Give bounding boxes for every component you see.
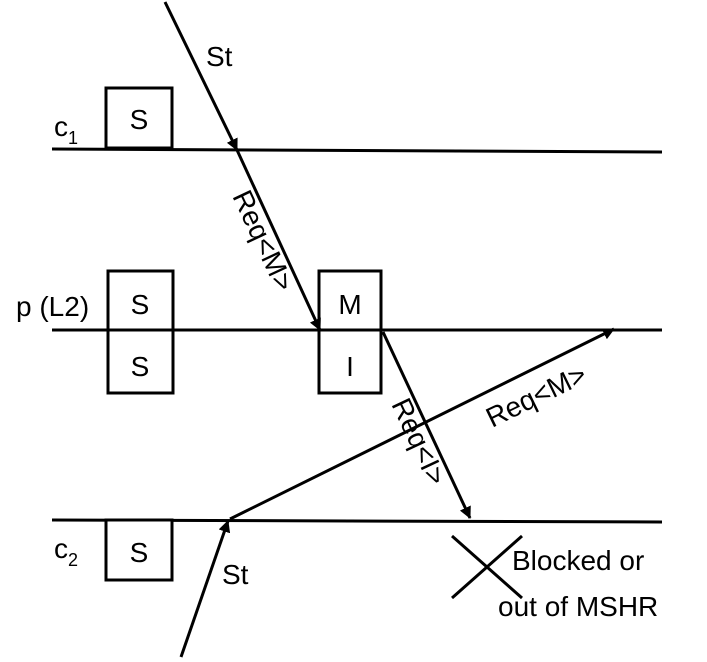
st-c1-arrow (163, 1, 239, 151)
req-i-p-to-c2-arrow (381, 331, 472, 519)
req-m-c1-to-p-arrow (235, 149, 322, 331)
req-m-c2-to-p-label: Req<M> (481, 358, 591, 433)
p-initial-state-box: S S (106, 269, 175, 395)
req-i-p-to-c2-label: Req<I> (386, 393, 453, 489)
c2-label: c2 (54, 533, 78, 570)
st-c1-label: St (206, 41, 233, 72)
p-after-lower-state: I (346, 351, 354, 382)
c1-state-box: S (104, 86, 174, 150)
req-m-c2-to-p-arrow (229, 327, 615, 521)
st-c2-arrow (179, 520, 231, 658)
c2-state-box: S (104, 518, 174, 582)
req-m-c1-to-p-label: Req<M> (227, 185, 300, 295)
st-c2-label: St (222, 559, 249, 590)
c2-state-label: S (130, 537, 149, 568)
blocked-annotation-line2: out of MSHR (498, 591, 658, 622)
blocked-x-icon (451, 534, 523, 600)
blocked-annotation-line1: Blocked or (512, 545, 644, 576)
p-initial-lower-state: S (131, 351, 150, 382)
p-after-upper-state: M (338, 289, 361, 320)
c1-label: c1 (54, 111, 78, 148)
p-after-state-box: M I (317, 269, 383, 395)
c1-state-label: S (130, 104, 149, 135)
p-label: p (L2) (16, 291, 89, 322)
p-initial-upper-state: S (131, 289, 150, 320)
